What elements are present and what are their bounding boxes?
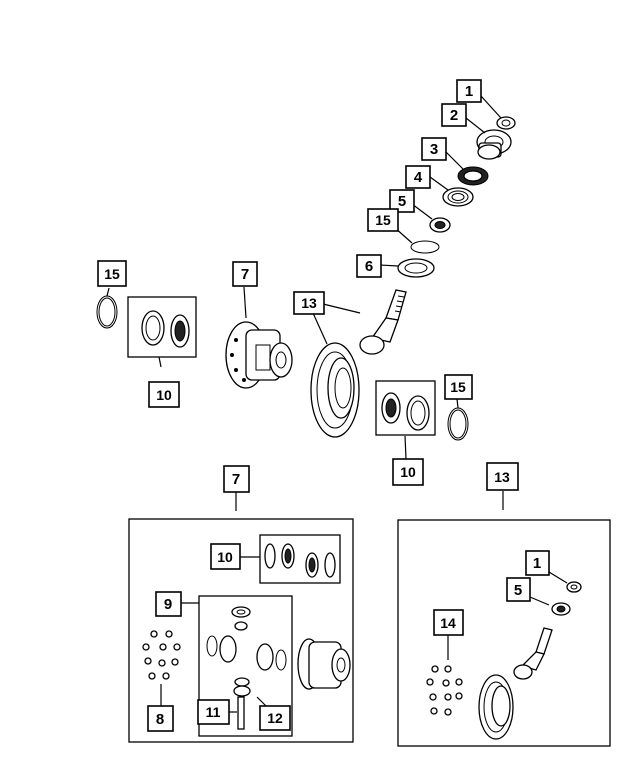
callout-5-small: 5 bbox=[506, 577, 531, 602]
callout-8: 8 bbox=[147, 705, 174, 732]
callout-14-label: 14 bbox=[440, 615, 456, 631]
differential-case-small bbox=[297, 638, 351, 690]
group-box-differential-case bbox=[128, 518, 354, 743]
pinion-seal bbox=[457, 166, 489, 186]
callout-13-bottom: 13 bbox=[486, 462, 519, 491]
pinion-bearing-small bbox=[551, 602, 571, 616]
callout-6-label: 6 bbox=[365, 258, 373, 275]
callout-12: 12 bbox=[259, 705, 291, 731]
pinion-bearing-cone bbox=[429, 217, 451, 233]
callout-1-small: 1 bbox=[525, 550, 550, 576]
bearing-kit-box-right bbox=[375, 380, 436, 436]
carrier-bearing-right bbox=[381, 392, 430, 431]
callout-15-label: 15 bbox=[104, 266, 120, 282]
callout-15-right: 15 bbox=[444, 374, 473, 400]
callout-10-label: 10 bbox=[217, 549, 233, 565]
pinion-shaft bbox=[237, 696, 245, 730]
callout-1-label: 1 bbox=[465, 83, 473, 100]
side-shim-right bbox=[447, 407, 469, 441]
pinion-bearing-inner-cup bbox=[397, 258, 435, 278]
callout-10-label: 10 bbox=[400, 464, 416, 480]
callout-10-right: 10 bbox=[392, 458, 424, 486]
callout-10-label: 10 bbox=[156, 387, 172, 403]
ring-gear-bolts-right bbox=[426, 665, 463, 716]
bearing-kit-box-left bbox=[127, 296, 197, 358]
callout-9: 9 bbox=[155, 591, 182, 617]
callout-5-label: 5 bbox=[514, 582, 522, 599]
callout-5: 5 bbox=[389, 189, 415, 213]
callout-1: 1 bbox=[456, 79, 482, 103]
callout-6: 6 bbox=[356, 254, 382, 278]
drive-pinion-small bbox=[513, 627, 553, 680]
carrier-bearing-left bbox=[141, 310, 190, 348]
callout-8-label: 8 bbox=[156, 711, 164, 728]
callout-12-label: 12 bbox=[267, 710, 283, 726]
callout-15-pinion: 15 bbox=[367, 208, 399, 232]
pinion-nut-small bbox=[566, 581, 582, 593]
callout-5-label: 5 bbox=[398, 193, 406, 210]
gear-kit-box bbox=[198, 595, 293, 737]
callout-2-label: 2 bbox=[450, 107, 458, 124]
pinion-nut bbox=[496, 116, 516, 130]
callout-13-label: 13 bbox=[301, 295, 317, 311]
callout-7-label: 7 bbox=[232, 471, 240, 488]
callout-10-left: 10 bbox=[148, 381, 180, 408]
callout-11-label: 11 bbox=[206, 704, 221, 720]
drive-pinion bbox=[359, 289, 407, 355]
callout-4: 4 bbox=[405, 165, 431, 189]
callout-15-label: 15 bbox=[450, 379, 466, 395]
ring-gear bbox=[310, 342, 360, 438]
group-box-ring-pinion bbox=[397, 519, 611, 747]
ring-gear-small bbox=[478, 674, 514, 740]
pinion-bearing-outer bbox=[442, 187, 474, 207]
callout-10-inner: 10 bbox=[210, 543, 241, 570]
callout-3: 3 bbox=[421, 137, 447, 161]
callout-7-label: 7 bbox=[241, 266, 249, 283]
callout-15-label: 15 bbox=[375, 212, 391, 228]
bearing-kit-box-inner bbox=[259, 534, 341, 584]
differential-gears bbox=[206, 606, 287, 697]
callout-11: 11 bbox=[197, 699, 230, 725]
callout-2: 2 bbox=[441, 103, 467, 127]
bearing-kit-parts bbox=[264, 543, 336, 578]
callout-13-top: 13 bbox=[293, 291, 325, 315]
differential-case bbox=[225, 321, 293, 389]
callout-3-label: 3 bbox=[430, 141, 438, 158]
pinion-shim bbox=[410, 240, 440, 254]
callout-13-label: 13 bbox=[494, 469, 510, 485]
ring-gear-bolts-left bbox=[142, 630, 181, 680]
callout-7-bottom: 7 bbox=[223, 465, 250, 493]
callout-4-label: 4 bbox=[414, 169, 423, 186]
callout-1-label: 1 bbox=[533, 555, 541, 572]
callout-14: 14 bbox=[433, 609, 464, 636]
callout-7-top: 7 bbox=[232, 261, 258, 287]
callout-9-label: 9 bbox=[164, 596, 172, 613]
callout-15-left: 15 bbox=[97, 260, 127, 287]
side-shim-left bbox=[96, 295, 118, 329]
pinion-flange-yoke bbox=[476, 129, 512, 160]
leader-lines-top bbox=[106, 95, 502, 460]
